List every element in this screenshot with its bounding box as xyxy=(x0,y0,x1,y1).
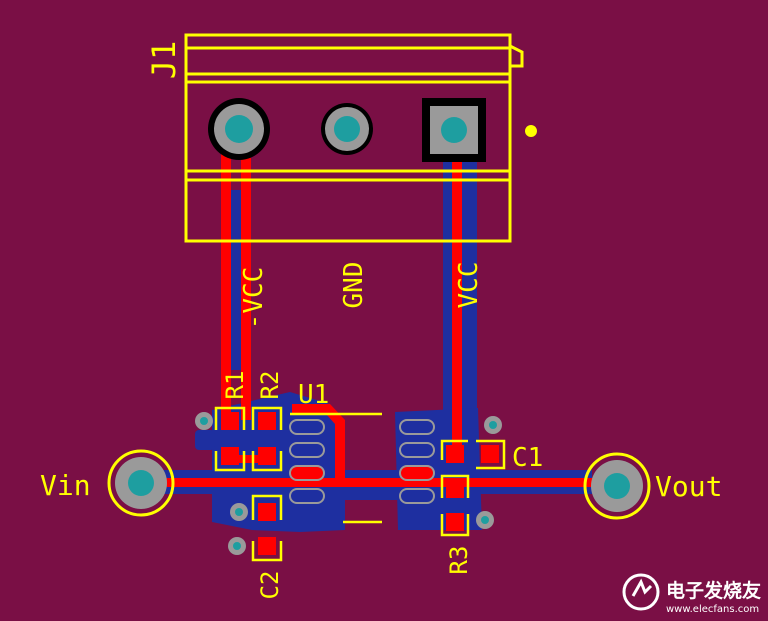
silkscreen-outlines xyxy=(214,406,506,562)
u1-pad-3 xyxy=(289,465,325,481)
c1-pad-right xyxy=(481,445,499,463)
r3-pad-bottom xyxy=(446,513,464,531)
u1-pad-6 xyxy=(399,465,435,481)
watermark-url: www.elecfans.com xyxy=(666,604,759,615)
u1-pad-4 xyxy=(289,488,325,504)
elecfans-logo-icon xyxy=(622,573,660,611)
r-link-top-trace xyxy=(236,455,266,463)
r3-designator: R3 xyxy=(445,546,473,575)
r1-pad-top xyxy=(221,412,239,430)
vout-pad xyxy=(583,452,651,520)
r1-designator: R1 xyxy=(221,371,249,400)
u1-pad-1 xyxy=(289,419,325,435)
r2-pad-top xyxy=(258,412,276,430)
u1-pad-8 xyxy=(399,419,435,435)
pin1-indicator-dot xyxy=(525,125,537,137)
gnd-net-label: GND xyxy=(339,262,369,309)
top-copper-layer xyxy=(145,140,605,487)
u1-pad-7 xyxy=(399,442,435,458)
r2-pad-bottom xyxy=(258,447,276,465)
vcc-net-label: VCC xyxy=(454,262,484,309)
r3-pad-top xyxy=(446,480,464,498)
j1-latch-mark xyxy=(509,44,524,68)
bottom-pad-stub xyxy=(195,430,215,450)
c2-pad-bottom xyxy=(258,537,276,555)
r1-pad-bottom xyxy=(221,447,239,465)
c1-designator: C1 xyxy=(512,443,543,473)
vcc-top-trace xyxy=(452,140,462,450)
j1-designator: J1 xyxy=(145,41,183,80)
c1-pad-left xyxy=(446,445,464,463)
r2-designator: R2 xyxy=(256,371,284,400)
watermark-cn: 电子发烧友 xyxy=(666,579,761,602)
vias xyxy=(195,412,502,555)
minus-vcc-net-label: -VCC xyxy=(239,267,269,330)
vout-label: Vout xyxy=(655,470,722,503)
u1-pad-5 xyxy=(399,488,435,504)
j1-connector xyxy=(184,33,537,243)
vin-pad xyxy=(107,449,175,517)
c2-pad-top xyxy=(258,503,276,521)
vin-label: Vin xyxy=(40,469,91,502)
watermark: 电子发烧友 www.elecfans.com xyxy=(622,573,761,615)
smd-pads xyxy=(221,412,499,555)
u1-pads xyxy=(289,419,435,504)
minus-vcc-top-trace-b xyxy=(241,150,251,420)
feedback-top-trace xyxy=(292,404,345,478)
c2-designator: C2 xyxy=(256,571,284,600)
u1-pad-2 xyxy=(289,442,325,458)
j1-outline xyxy=(184,33,512,243)
signal-top-trace xyxy=(145,478,605,487)
minus-vcc-top-trace-a xyxy=(221,150,231,420)
u1-designator: U1 xyxy=(298,380,329,410)
